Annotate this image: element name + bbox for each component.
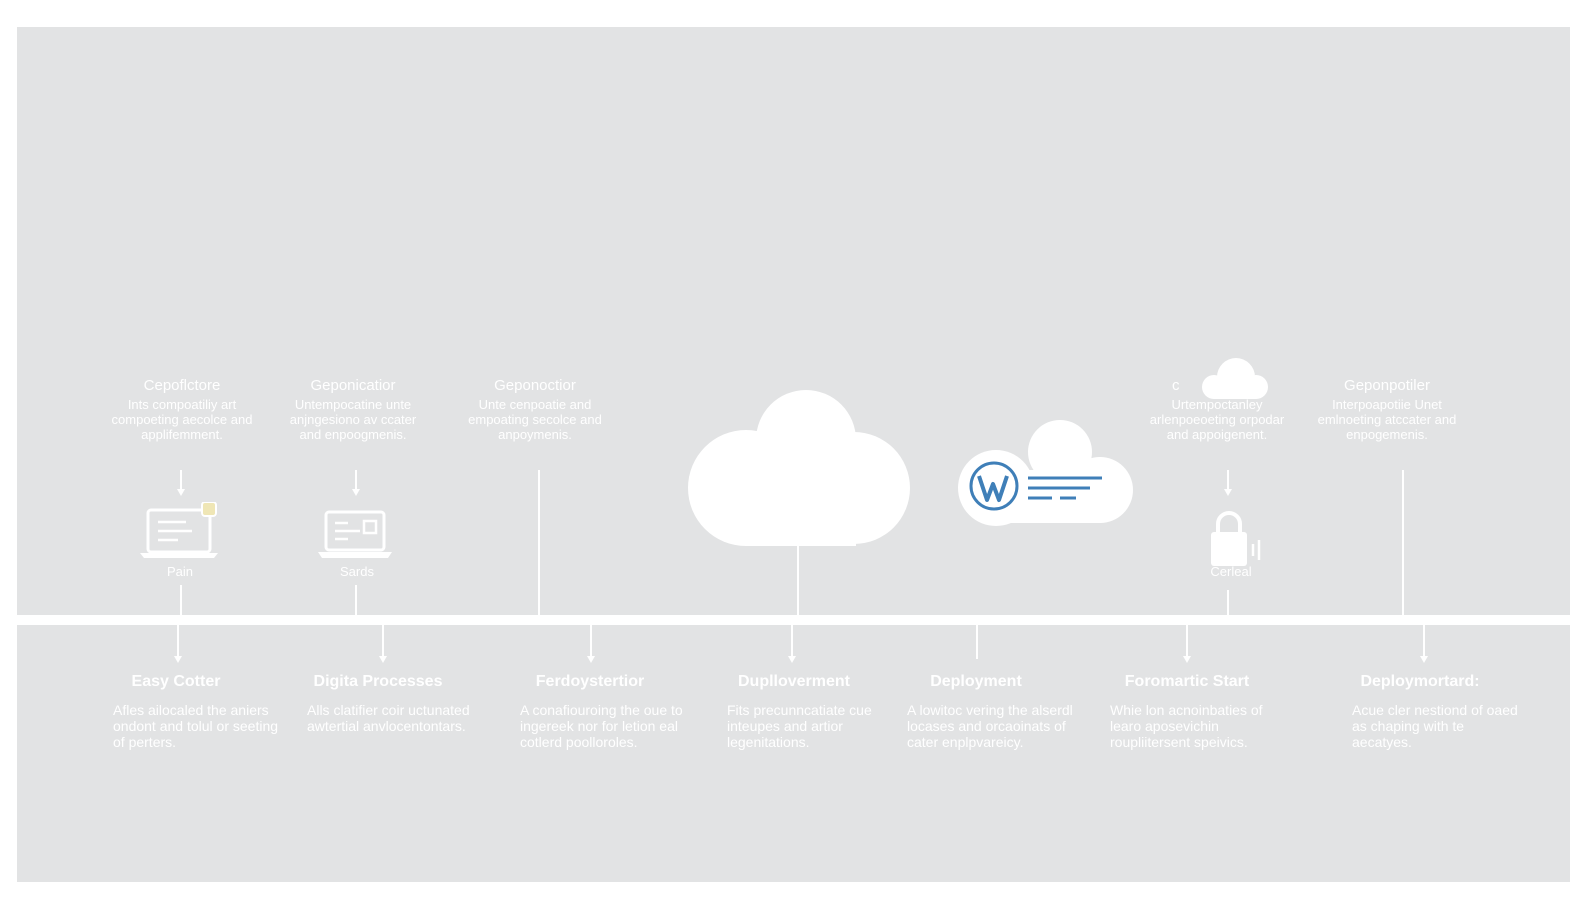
top-label-3: Geponoctior Unte cenpoatie and empoating… — [460, 377, 610, 442]
step-desc: Whie lon acnoinbaties of learo aposevich… — [1110, 702, 1263, 750]
step-desc: Acue cler nestiond of oaed as chaping wi… — [1352, 702, 1518, 750]
top-label-title: c — [1172, 377, 1180, 394]
top-label-2: Geponicatior Untempocatine unte anjngesi… — [278, 377, 428, 442]
lock-icon — [1211, 511, 1261, 566]
step-title: Duplloverment — [737, 673, 850, 690]
cloud-icon — [1202, 358, 1268, 399]
connector-line — [1402, 470, 1404, 615]
step-title: Deployment — [930, 673, 1022, 690]
step-desc: A conafiouroing the oue to ingereek nor … — [520, 702, 683, 750]
arrow-down-icon — [177, 489, 185, 496]
arrow-down-icon — [1224, 489, 1232, 496]
connector-line — [180, 585, 182, 615]
connector-line — [355, 585, 357, 615]
arrow-down-icon — [1183, 656, 1191, 663]
step-title: Foromartic Start — [1124, 673, 1250, 690]
step-title: Digita Processes — [313, 673, 443, 690]
step-title: Deploymortard: — [1360, 673, 1480, 690]
step-desc: Afles ailocaled the aniers ondont and to… — [113, 702, 279, 750]
bottom-panel — [17, 625, 1570, 882]
step-title: Easy Cotter — [131, 673, 221, 690]
step-desc: Fits precunncatiate cue inteupes and art… — [727, 702, 872, 750]
wordpress-cloud-icon — [958, 420, 1133, 526]
connector-line — [382, 625, 384, 657]
connector-line — [355, 470, 357, 490]
cloud-icon — [688, 390, 910, 546]
connector-line — [590, 625, 592, 657]
arrow-down-icon — [788, 656, 796, 663]
top-label-4: c Urtempoctanley arlenpoeoeting orpodar … — [1142, 377, 1292, 442]
connector-line — [1186, 625, 1188, 657]
connector-line — [797, 545, 799, 615]
icon-caption: Pain — [166, 564, 194, 579]
top-label-desc: Untempocatine unte anjngesiono av ccater… — [289, 397, 417, 442]
top-label-1: Cepoflctore Ints compoatiliy art compoet… — [107, 377, 257, 442]
icon-caption: Cerleal — [1210, 564, 1252, 579]
arrow-down-icon — [379, 656, 387, 663]
top-label-title: Geponicatior — [310, 377, 396, 394]
top-label-title: Cepoflctore — [143, 377, 221, 394]
top-label-desc: Ints compoatiliy art compoeting aecolce … — [111, 397, 253, 442]
connector-line — [180, 470, 182, 490]
top-label-title: Geponpotiler — [1344, 377, 1430, 394]
arrow-down-icon — [1420, 656, 1428, 663]
connector-line — [791, 625, 793, 657]
arrow-down-icon — [174, 656, 182, 663]
top-label-title: Geponoctior — [494, 377, 576, 394]
top-label-desc: Urtempoctanley arlenpoeoeting orpodar an… — [1149, 397, 1285, 442]
connector-line — [1227, 470, 1229, 490]
step-desc: Alls clatifier coir uctunated awtertial … — [307, 702, 470, 734]
connector-line — [538, 470, 540, 615]
top-label-desc: Interpoapotiie Unet emlnoeting atccater … — [1317, 397, 1457, 442]
connector-line — [1423, 625, 1425, 657]
laptop-icon — [318, 510, 392, 558]
step-title: Ferdoystertior — [535, 673, 645, 690]
top-label-5: Geponpotiler Interpoapotiie Unet emlnoet… — [1312, 377, 1462, 442]
step-desc: A lowitoc vering the alserdl locases and… — [907, 702, 1073, 750]
laptop-icon — [140, 502, 218, 558]
icon-caption: Sards — [340, 564, 374, 579]
arrow-down-icon — [587, 656, 595, 663]
top-label-desc: Unte cenpoatie and empoating secolce and… — [468, 397, 602, 442]
connector-line — [177, 625, 179, 657]
arrow-down-icon — [352, 489, 360, 496]
connector-line — [976, 625, 978, 659]
connector-line — [1227, 590, 1229, 615]
